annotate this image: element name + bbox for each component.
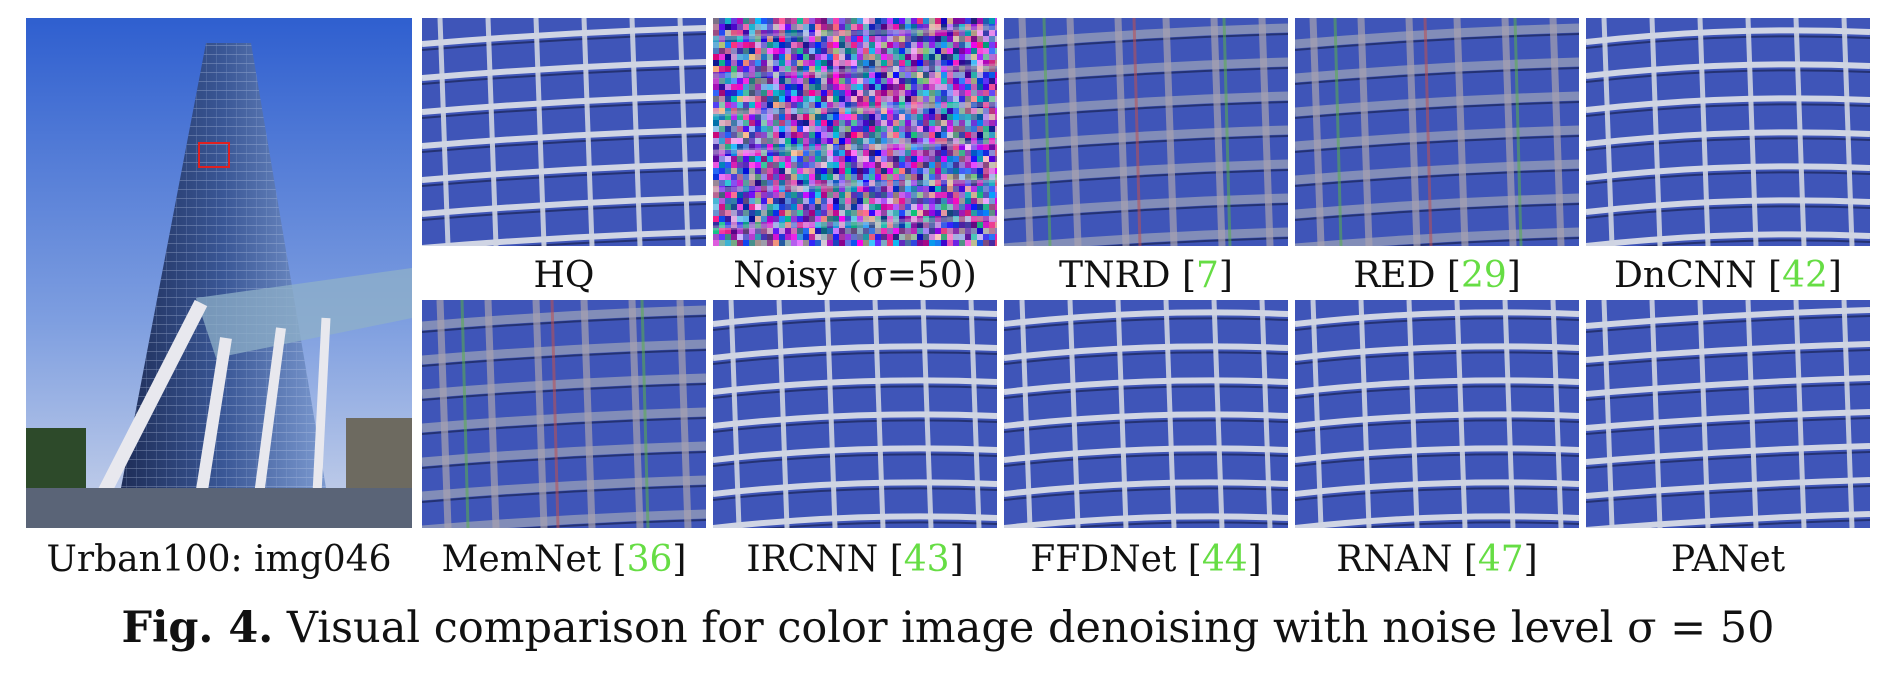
caption-text: Visual comparison for color image denois… <box>286 603 1775 653</box>
label-ircnn: IRCNN [43] <box>746 539 964 580</box>
patch-texture <box>1004 300 1288 528</box>
citation-link[interactable]: 42 <box>1782 255 1828 296</box>
patch-texture <box>422 300 706 528</box>
figure-caption: Fig. 4. Visual comparison for color imag… <box>0 600 1896 656</box>
patch-ircnn <box>713 300 997 528</box>
selection-box <box>198 142 230 168</box>
patch-rnan <box>1295 300 1579 528</box>
patch-texture <box>1586 300 1870 528</box>
patch-texture <box>713 300 997 528</box>
building-illustration <box>26 18 412 528</box>
label-memnet: MemNet [36] <box>441 539 687 580</box>
patch-texture <box>1586 18 1870 246</box>
label-red: RED [29] <box>1353 255 1521 296</box>
patch-texture <box>1295 18 1579 246</box>
patch-noisy <box>713 18 997 246</box>
patch-texture <box>1295 300 1579 528</box>
patch-texture <box>1004 18 1288 246</box>
patch-red <box>1295 18 1579 246</box>
citation-link[interactable]: 43 <box>903 539 950 580</box>
label-rnan: RNAN [47] <box>1336 539 1538 580</box>
label-noisy: Noisy (σ=50) <box>733 255 977 296</box>
patch-panet <box>1586 300 1870 528</box>
urban100-image <box>26 18 412 528</box>
patch-tnrd <box>1004 18 1288 246</box>
citation-link[interactable]: 36 <box>626 539 673 580</box>
patch-texture <box>713 18 997 246</box>
urban100-label: Urban100: img046 <box>46 539 392 580</box>
citation-link[interactable]: 29 <box>1460 255 1507 296</box>
patch-memnet <box>422 300 706 528</box>
patch-texture <box>422 18 706 246</box>
label-ffdnet: FFDNet [44] <box>1030 539 1262 580</box>
patch-ffdnet <box>1004 300 1288 528</box>
citation-link[interactable]: 47 <box>1477 539 1524 580</box>
citation-link[interactable]: 7 <box>1196 255 1219 296</box>
label-panet: PANet <box>1670 539 1786 580</box>
patch-dncnn <box>1586 18 1870 246</box>
patch-hq <box>422 18 706 246</box>
label-tnrd: TNRD [7] <box>1059 255 1233 296</box>
figure-number: Fig. 4. <box>121 603 274 653</box>
label-hq: HQ <box>533 255 595 296</box>
citation-link[interactable]: 44 <box>1201 539 1248 580</box>
label-dncnn: DnCNN [42] <box>1614 255 1842 296</box>
